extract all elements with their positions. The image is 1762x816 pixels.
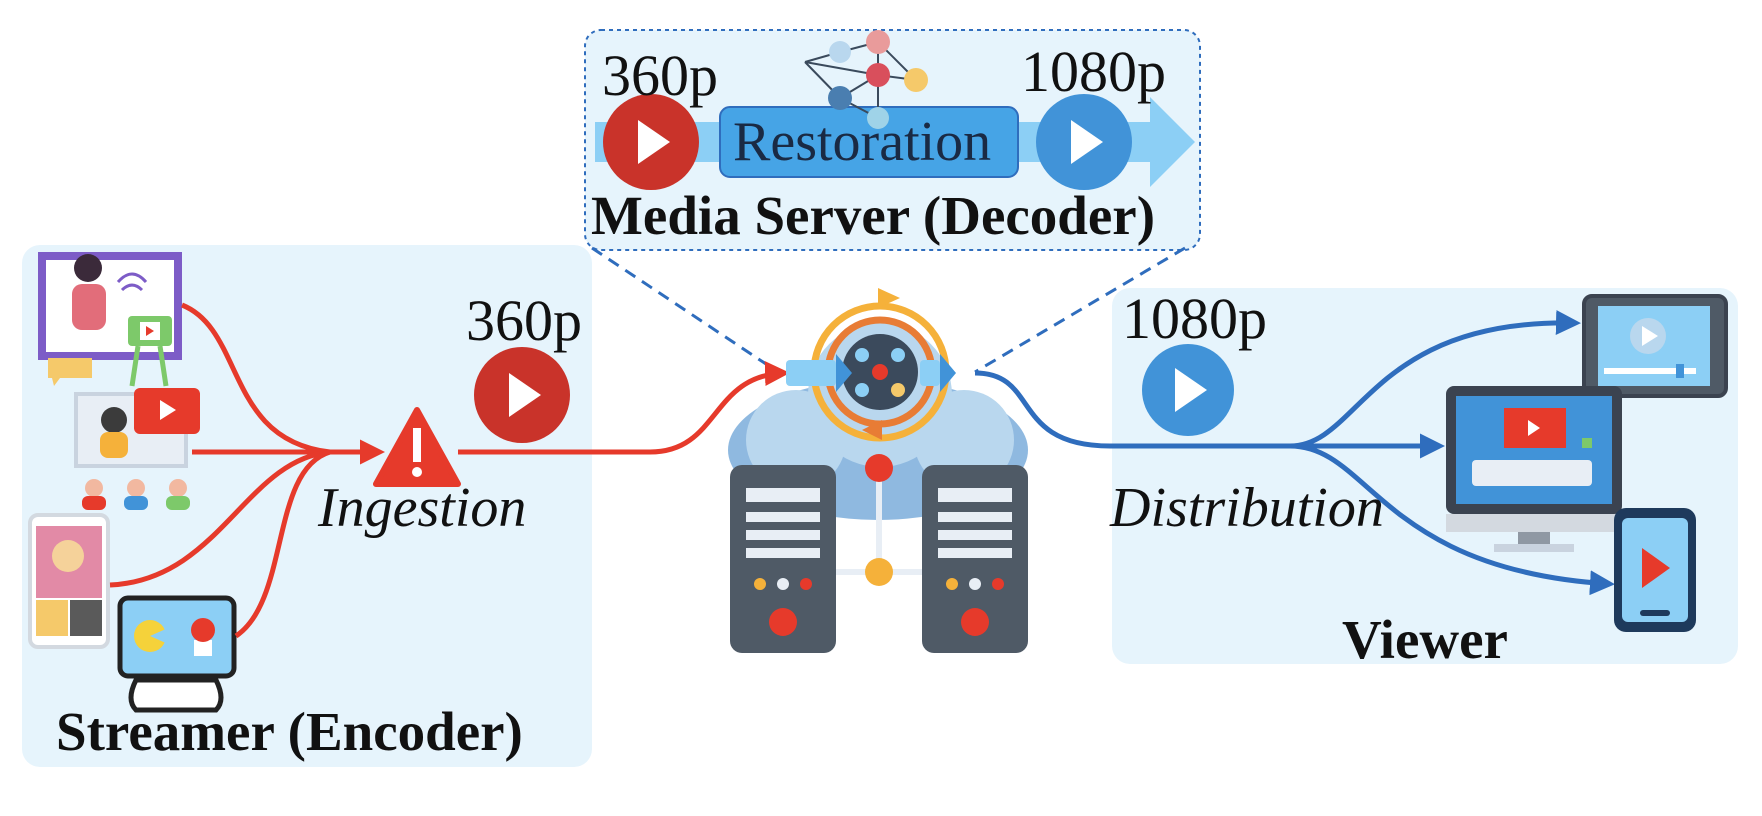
restoration-box [719,106,1019,178]
server-icon [728,288,1028,653]
tablet-icon [1582,294,1728,398]
restoration-pipeline [595,30,1195,190]
dashed-line-right [974,246,1186,374]
viewer-panel [1112,288,1738,664]
phone-video-icon [28,513,110,649]
smartphone-icon [1614,508,1696,632]
distribution-resolution: 1080p [1122,286,1267,351]
gamepad-icon [117,595,237,713]
streamer-title: Streamer (Encoder) [56,701,523,762]
media-input-resolution: 360p [602,43,718,108]
play-icon [474,347,570,443]
ingestion-label: Ingestion [318,477,527,539]
play-icon [1036,94,1132,190]
distribution-label: Distribution [1110,477,1384,539]
distribution-arrows [974,310,1615,596]
play-icon [1142,344,1234,436]
monitor-icon [1446,386,1622,552]
viewer-title: Viewer [1342,609,1508,670]
ingestion-arrows [109,302,385,639]
warning-icon [373,407,461,487]
media-server-title: Media Server (Decoder) [591,185,1156,246]
restoration-label: Restoration [733,111,992,173]
play-icon [603,94,699,190]
neural-network-icon [804,30,928,129]
camera-icon [128,316,172,387]
dashed-line-left [591,246,779,374]
video-call-icon [74,388,200,510]
ingestion-arrow-to-server [458,361,790,455]
ingest-resolution: 360p [466,288,582,353]
media-output-resolution: 1080p [1021,39,1166,104]
